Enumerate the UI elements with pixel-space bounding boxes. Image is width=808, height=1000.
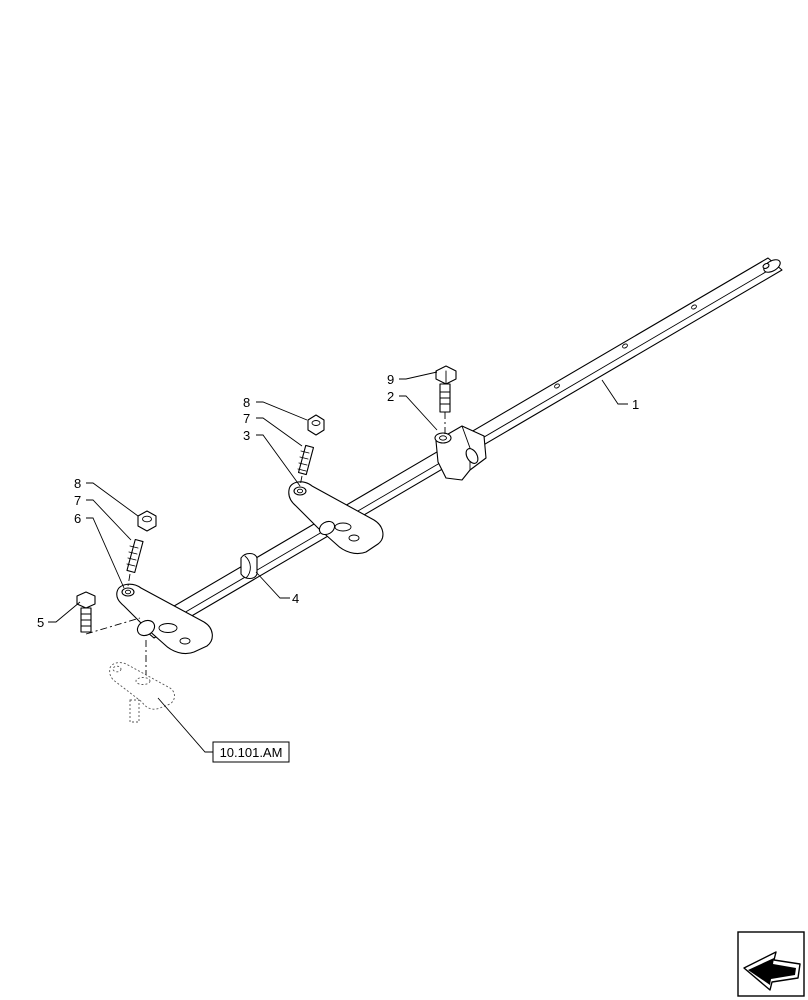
leader-lines — [48, 371, 628, 753]
snap-ring — [240, 552, 258, 580]
callout-7-left: 7 — [74, 493, 81, 508]
next-page-arrow-icon[interactable] — [737, 931, 805, 997]
callout-8-left: 8 — [74, 476, 81, 491]
callout-2: 2 — [387, 389, 394, 404]
callout-5: 5 — [37, 615, 44, 630]
callout-7-middle: 7 — [243, 411, 250, 426]
bolt-5 — [76, 591, 141, 635]
reference-link-box[interactable]: 10.101.AM — [212, 741, 290, 763]
callout-3: 3 — [243, 428, 250, 443]
reference-label[interactable]: 10.101.AM — [220, 745, 283, 760]
callout-4: 4 — [292, 591, 299, 606]
callout-9: 9 — [387, 372, 394, 387]
adjusting-screw-middle — [297, 444, 315, 487]
callout-1: 1 — [632, 397, 639, 412]
rocker-arm-left — [116, 583, 213, 655]
nut-left — [137, 510, 157, 532]
reference-pushrod-ghost — [109, 640, 175, 723]
callouts: 1 2 9 3 7 8 4 5 6 7 8 — [37, 372, 639, 630]
callout-6: 6 — [74, 511, 81, 526]
rocker-arm-middle — [288, 481, 384, 555]
shaft-support-bracket-right — [434, 425, 487, 481]
bolt-9 — [435, 365, 457, 434]
adjusting-screw-left — [126, 538, 144, 587]
nut-middle — [307, 414, 325, 436]
callout-8-middle: 8 — [243, 395, 250, 410]
